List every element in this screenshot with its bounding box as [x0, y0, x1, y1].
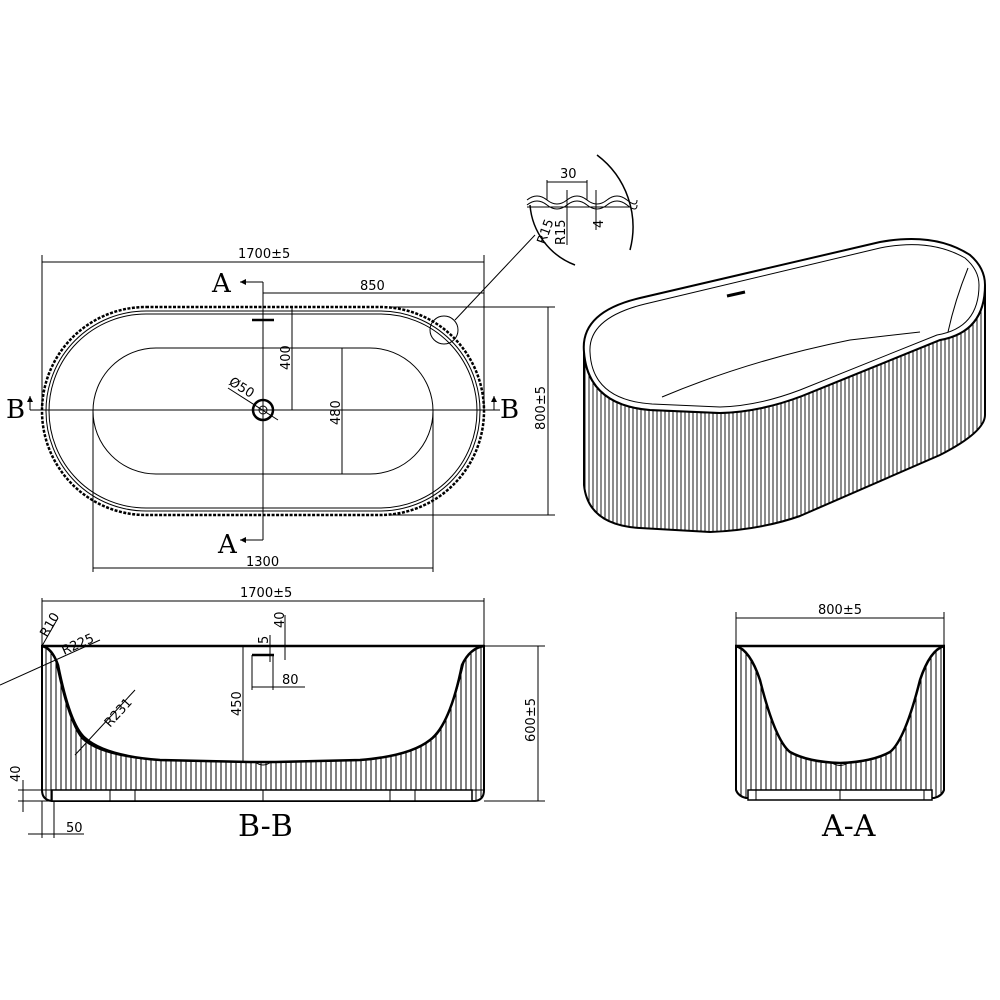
half-length-dim: 850: [360, 279, 385, 294]
overall-length-dim: 1700±5: [238, 247, 290, 262]
drain-diameter-dim: Ø50: [226, 375, 257, 402]
inner-depth-dim: 450: [230, 691, 245, 716]
bb-drain: [254, 761, 272, 766]
top-view: Ø50 A A B B 1700±5 850 800±5 400 480: [6, 247, 555, 572]
base-height-dim: 40: [9, 765, 24, 782]
drain-offset-dim: 400: [279, 345, 294, 370]
section-a-bottom-marker: A: [217, 530, 238, 560]
basin-length-dim: 1300: [246, 555, 279, 570]
rim-top: [582, 237, 987, 415]
overflow-slot: [726, 290, 746, 298]
detail-boundary-arc-left: [529, 204, 576, 266]
detail-boundary-arc: [596, 154, 634, 251]
bb-inner-basin: [41, 644, 485, 764]
section-bb: 80 5 40 450 1700±5 R10 R225 R231 600±5 4…: [0, 586, 545, 844]
bb-overall-length-dim: 1700±5: [240, 586, 292, 601]
overflow-offset-dim: 5: [257, 636, 272, 644]
base-inset-dim: 50: [66, 821, 83, 836]
section-aa: 800±5 A-A: [735, 603, 945, 844]
depth-dim: 4: [592, 220, 607, 228]
detail-circle: [429, 315, 459, 345]
section-b-left-marker: B: [6, 395, 25, 425]
radius-inner-dim: R15: [554, 219, 569, 245]
pitch-dim: 30: [560, 167, 577, 182]
overall-width-dim: 800±5: [534, 386, 549, 430]
overflow-top-dim: 40: [273, 611, 288, 628]
section-a-top-marker: A: [211, 269, 232, 299]
detail-leader: [454, 234, 536, 321]
flute-wave-inner: [526, 200, 638, 210]
aa-inner-basin: [735, 644, 945, 765]
flute-detail: 30 R15 R15 4: [454, 154, 638, 321]
rim-radius-dim: R10: [37, 610, 63, 640]
basin-width-dim: 480: [329, 400, 344, 425]
section-bb-label: B-B: [238, 809, 293, 844]
section-aa-label: A-A: [821, 809, 876, 844]
isometric-view: [582, 237, 987, 534]
bb-height-dim: 600±5: [524, 698, 539, 742]
aa-width-dim: 800±5: [818, 603, 862, 618]
overflow-width-dim: 80: [282, 673, 299, 688]
section-b-right-marker: B: [500, 395, 519, 425]
